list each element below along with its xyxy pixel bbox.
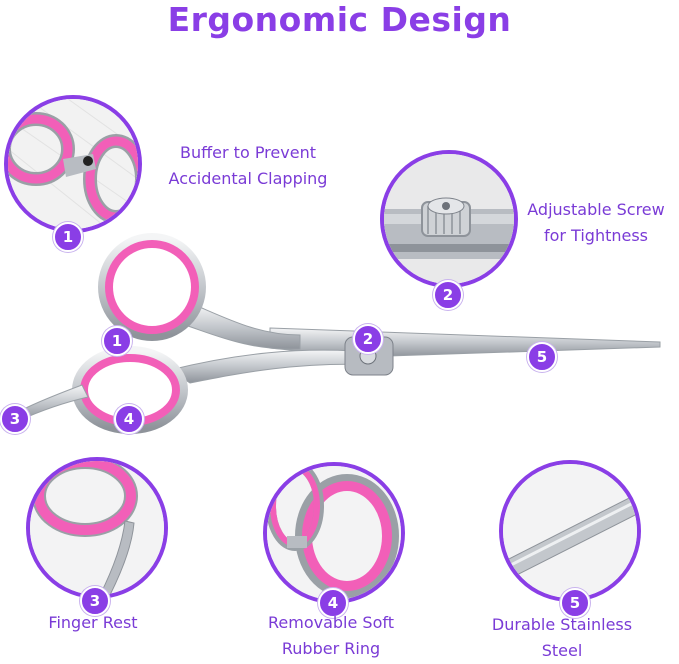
feature-badge-5: 5: [560, 588, 590, 618]
scissors-badge-4: 4: [114, 404, 144, 434]
closeup-blade-image: [499, 460, 641, 602]
feature-badge-1: 1: [53, 222, 83, 252]
feature-label-4: Removable Soft Rubber Ring: [268, 613, 394, 658]
closeup-buffer-image: [4, 95, 142, 233]
closeup-screw-image: [380, 150, 518, 288]
feature-label-5: Durable Stainless Steel: [491, 615, 633, 660]
scissors-badge-2: 2: [353, 324, 383, 354]
feature-badge-2: 2: [433, 280, 463, 310]
scissors-badge-5: 5: [527, 342, 557, 372]
page-title: Ergonomic Design: [167, 0, 512, 39]
feature-badge-3: 3: [80, 586, 110, 616]
scissors-badge-3: 3: [0, 404, 30, 434]
closeup-rubber-ring-image: [263, 462, 405, 604]
closeup-finger-rest-image: [26, 457, 168, 599]
feature-label-3: Finger Rest: [48, 613, 138, 632]
scissors-product-image: [11, 233, 661, 434]
feature-badge-4: 4: [318, 588, 348, 618]
feature-label-1: Buffer to Prevent Accidental Clapping: [168, 143, 328, 188]
feature-label-2: Adjustable Screw for Tightness: [527, 200, 665, 245]
scissors-badge-1: 1: [102, 326, 132, 356]
